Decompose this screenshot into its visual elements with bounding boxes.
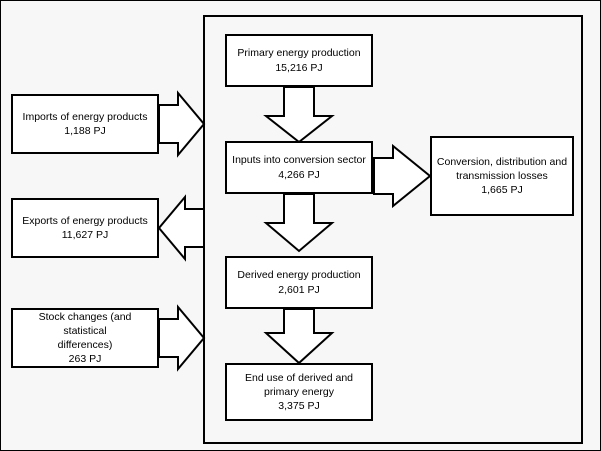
node-value: 15,216 PJ bbox=[275, 61, 323, 74]
node-value: 1,188 PJ bbox=[64, 125, 106, 137]
node-label: Conversion, distribution and transmissio… bbox=[436, 155, 568, 182]
node-label: Inputs into conversion sector bbox=[232, 154, 366, 167]
node-end-use-of-derived-and-primary-energy[interactable]: End use of derived and primary energy 3,… bbox=[225, 363, 373, 421]
node-label: Imports of energy products bbox=[22, 110, 148, 123]
node-stock-changes[interactable]: Stock changes (and statistical differenc… bbox=[11, 308, 159, 368]
arrow-stock-changes-into-system bbox=[158, 304, 206, 372]
node-value: 4,266 PJ bbox=[278, 168, 320, 181]
node-label: Stock changes (and statistical differenc… bbox=[38, 310, 132, 351]
node-exports-of-energy-products[interactable]: Exports of energy products 11,627 PJ bbox=[11, 198, 159, 258]
node-value: 11,627 PJ bbox=[61, 229, 109, 241]
node-value: 3,375 PJ bbox=[278, 400, 320, 413]
arrow-exports-out-of-system bbox=[157, 194, 205, 262]
node-label: Primary energy production bbox=[237, 47, 361, 60]
arrow-imports-into-system bbox=[158, 90, 206, 158]
node-conversion-distribution-transmission-losses[interactable]: Conversion, distribution and transmissio… bbox=[430, 136, 574, 216]
node-label: End use of derived and primary energy bbox=[245, 371, 353, 398]
node-primary-energy-production[interactable]: Primary energy production 15,216 PJ bbox=[225, 34, 373, 87]
node-value: 263 PJ bbox=[68, 353, 102, 366]
node-inputs-into-conversion-sector[interactable]: Inputs into conversion sector 4,266 PJ bbox=[225, 141, 373, 194]
node-derived-energy-production[interactable]: Derived energy production 2,601 PJ bbox=[225, 256, 373, 309]
node-imports-of-energy-products[interactable]: Imports of energy products 1,188 PJ bbox=[11, 94, 159, 154]
node-label: Derived energy production bbox=[237, 269, 361, 282]
node-label: Exports of energy products bbox=[22, 214, 148, 227]
node-value: 2,601 PJ bbox=[278, 283, 320, 296]
node-value: 1,665 PJ bbox=[481, 184, 523, 197]
